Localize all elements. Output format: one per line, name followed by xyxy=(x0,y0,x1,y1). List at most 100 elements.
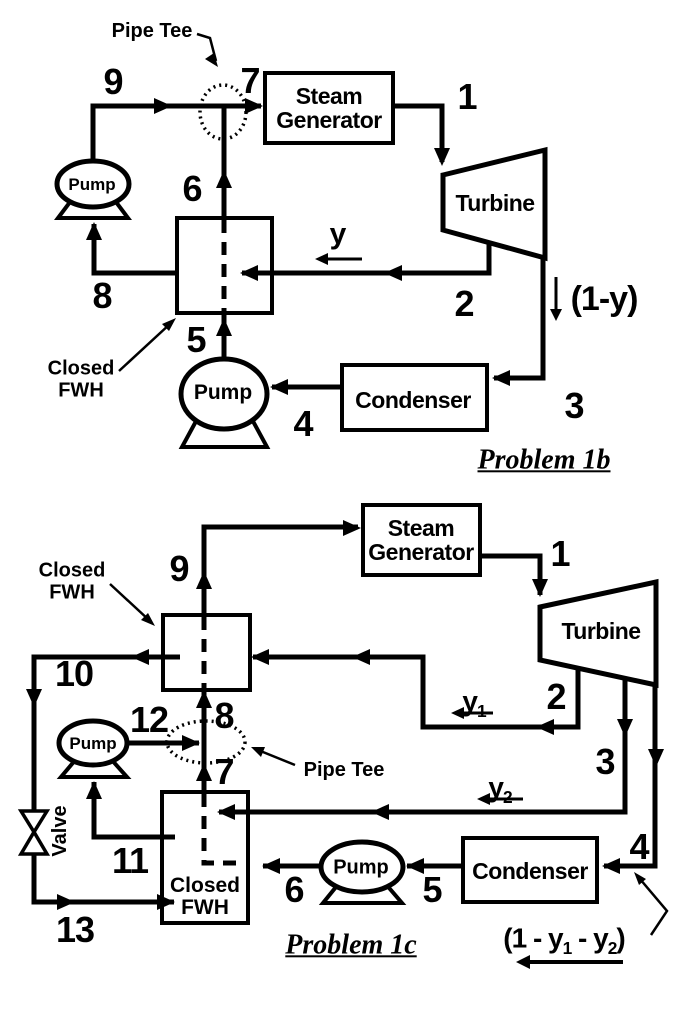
pipe-stream-11-1c xyxy=(91,782,175,840)
pipe-stream-2-1b xyxy=(242,242,492,276)
pipe-tee-circle-1b xyxy=(198,83,248,141)
stream-label-13-1c: 13 xyxy=(55,909,95,951)
arrowhead xyxy=(240,265,258,281)
stream-label-9-1c: 9 xyxy=(169,548,189,590)
arrowhead xyxy=(86,781,102,799)
leader-line-closed-fwh-1b xyxy=(118,322,172,372)
pipe-stream-3-1b xyxy=(494,257,546,381)
arrowhead xyxy=(251,747,265,757)
arrowhead xyxy=(371,804,389,820)
arrowhead xyxy=(634,872,646,885)
arrowhead xyxy=(196,763,212,781)
pipe-stream-1-1c xyxy=(480,553,543,595)
stream-label-3-1c: 3 xyxy=(595,741,615,783)
arrowhead xyxy=(251,649,269,665)
arrowhead xyxy=(602,858,620,874)
arrowhead xyxy=(217,804,235,820)
frac-sub: 2 xyxy=(607,937,618,958)
valve-label-1c: Valve xyxy=(48,805,71,857)
pump-body-condensate-1c xyxy=(318,839,406,895)
pipe-tee-label-1b: Pipe Tee xyxy=(111,19,193,42)
steam-generator-box-1b xyxy=(263,71,395,145)
arrowhead xyxy=(141,613,155,626)
pump-label-feedwater-1b: Pump xyxy=(68,175,116,195)
closed-fwh-label-1c: Closed FWH xyxy=(39,560,106,605)
closed-fwh-line1: Closed xyxy=(38,559,106,582)
arrowhead xyxy=(26,689,42,707)
stream-label-2-1b: 2 xyxy=(454,283,474,325)
closed-fwh-box-label-1c: Closed FWH xyxy=(169,873,241,919)
stream-label-6-1c: 6 xyxy=(284,869,304,911)
fraction-label-y-1b: y xyxy=(329,217,347,251)
arrowhead xyxy=(532,579,548,597)
stream-label-2-1c: 2 xyxy=(546,676,566,718)
stream-label-11-1c: 11 xyxy=(111,840,149,882)
stream-label-3-1b: 3 xyxy=(564,385,584,427)
arrowhead xyxy=(343,520,361,536)
stream-label-12-1c: 12 xyxy=(129,699,169,741)
leader-line-pipe-tee-1c xyxy=(257,748,296,767)
pump-label-condensate-1c: Pump xyxy=(333,856,389,879)
steam-generator-box-1c xyxy=(361,503,482,577)
stream-label-10-1c: 10 xyxy=(54,653,94,695)
arrowhead xyxy=(86,222,102,240)
steam-generator-label-1c: Steam Generator xyxy=(368,516,474,565)
fwh-lower-dashed-line-1c xyxy=(201,794,245,866)
arrowhead xyxy=(434,148,450,166)
pipe-stream-1-1b xyxy=(393,103,445,162)
condenser-box-1b xyxy=(340,363,489,432)
arrowhead xyxy=(162,318,176,331)
arrowhead xyxy=(451,707,464,719)
pipe-stream-4-1c xyxy=(604,684,658,869)
stream-label-1-1b: 1 xyxy=(457,76,477,118)
steam-generator-line2: Generator xyxy=(368,539,474,565)
stream-label-5-1b: 5 xyxy=(186,319,206,361)
arrowhead xyxy=(550,309,562,321)
arrowhead xyxy=(245,98,263,114)
arrowhead xyxy=(196,571,212,589)
stream-label-7-1c: 7 xyxy=(214,751,234,793)
frac-sub: 1 xyxy=(562,937,573,958)
arrowhead xyxy=(182,735,200,751)
valve-icon xyxy=(17,828,51,856)
y2-base: y xyxy=(488,771,504,803)
arrowhead xyxy=(406,858,424,874)
condenser-label-1c: Condenser xyxy=(472,857,588,884)
pump-body-drain-1c xyxy=(56,718,130,768)
valve-icon xyxy=(17,809,51,836)
arrowhead xyxy=(270,379,288,395)
arrowhead xyxy=(131,649,149,665)
pump-body-condensate-1b xyxy=(178,356,270,432)
pump-label-condensate-1b: Pump xyxy=(193,380,253,404)
arrowhead xyxy=(216,318,232,336)
stream-label-7-1b: 7 xyxy=(240,60,260,102)
arrowhead xyxy=(384,265,402,281)
arrowhead xyxy=(57,894,75,910)
arrowhead xyxy=(205,53,218,67)
y1-base: y xyxy=(462,685,478,717)
closed-fwh-line1: Closed xyxy=(169,873,241,897)
arrowhead xyxy=(536,719,554,735)
stream-label-4-1b: 4 xyxy=(293,403,313,445)
pipe-tee-label-1c: Pipe Tee xyxy=(303,758,385,781)
arrowhead xyxy=(216,170,232,188)
y2-sub: 2 xyxy=(502,786,513,807)
stream-label-9-1b: 9 xyxy=(103,61,123,103)
arrowhead xyxy=(157,894,175,910)
frac-part: - y xyxy=(571,922,609,954)
leader-line-fraction-1c xyxy=(639,878,669,936)
fraction-label-1-minus-y-1b: (1-y) xyxy=(570,280,639,319)
arrowhead xyxy=(262,858,280,874)
arrowhead xyxy=(492,370,510,386)
leader-line-closed-fwh-1c xyxy=(109,583,151,622)
turbine-label-1b: Turbine xyxy=(455,189,535,216)
closed-fwh-line2: FWH xyxy=(58,380,104,402)
closed-fwh-line2: FWH xyxy=(49,582,95,604)
steam-generator-line1: Steam xyxy=(295,82,363,109)
closed-fwh-line1: Closed xyxy=(47,357,115,380)
stream-label-8-1c: 8 xyxy=(214,695,234,737)
arrowhead xyxy=(315,253,328,265)
arrowhead xyxy=(154,98,172,114)
closed-fwh-label-1b: Closed FWH xyxy=(48,358,115,403)
